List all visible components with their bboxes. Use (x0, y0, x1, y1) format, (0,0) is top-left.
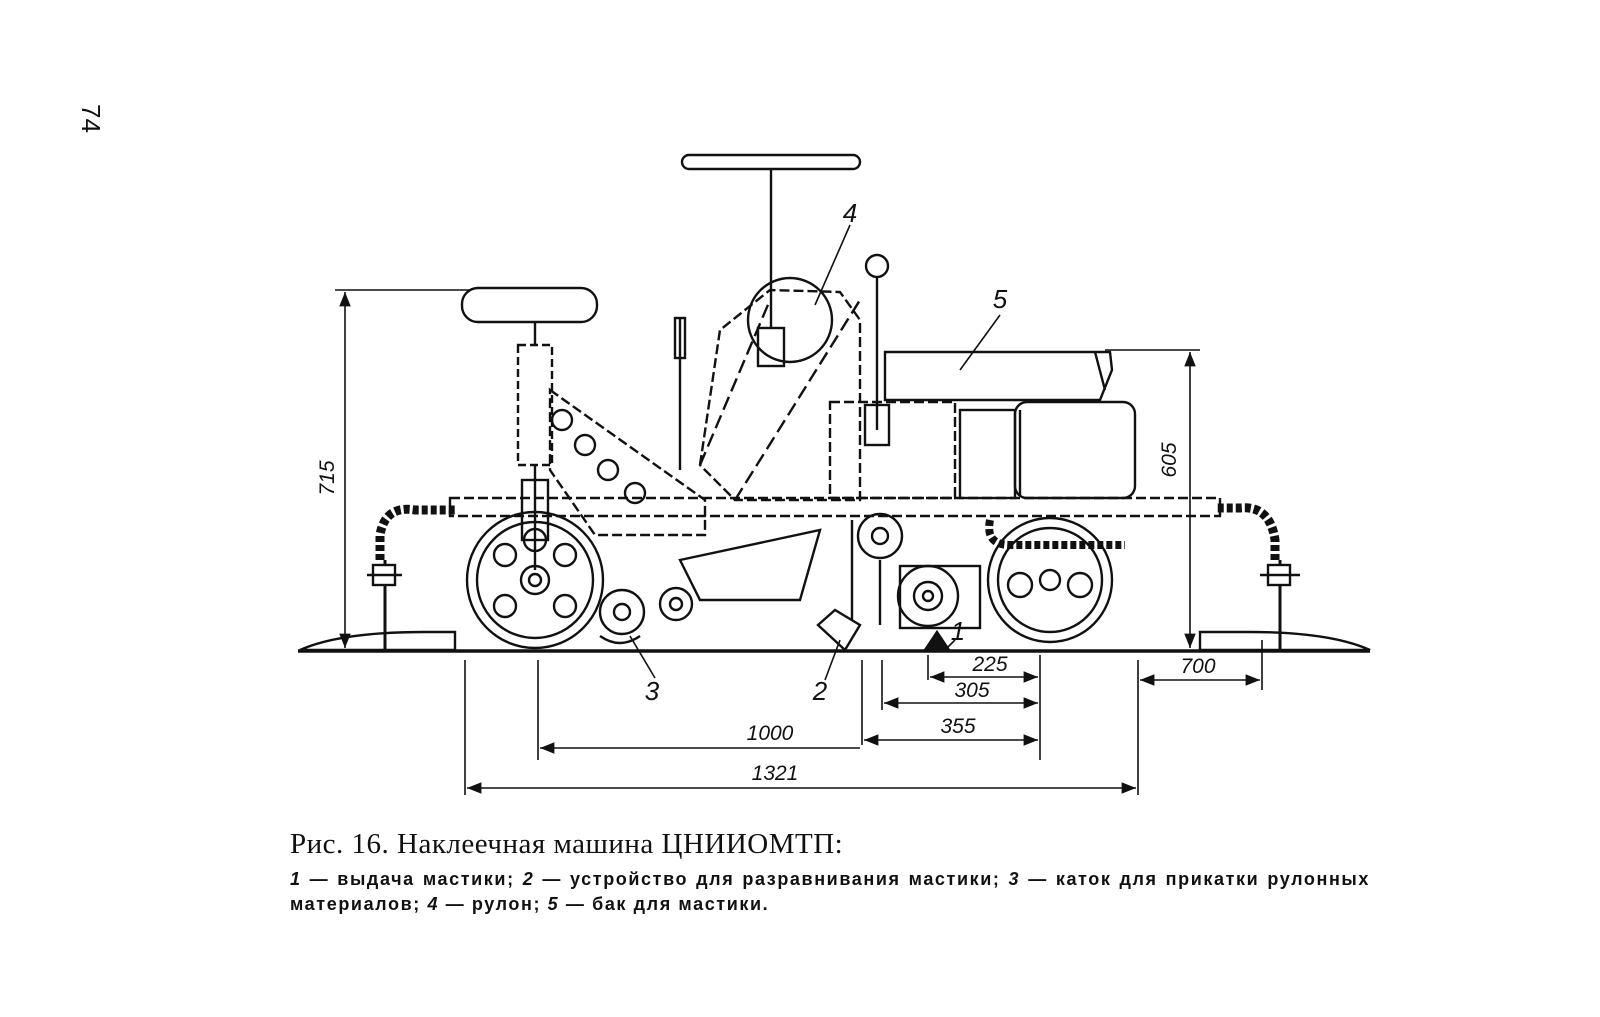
seat (460, 286, 599, 324)
legend-text-5: — бак для мастики. (559, 894, 770, 914)
callout-3: 3 (645, 676, 660, 706)
left-skid (299, 630, 457, 652)
rear-wheel (986, 516, 1114, 644)
legend-text-4: — рулон; (439, 894, 548, 914)
dim-225: 225 (971, 653, 1007, 676)
left-rail-hook (375, 504, 455, 560)
seat-column (516, 343, 554, 467)
dim-1000: 1000 (747, 722, 794, 745)
right-rail-hook (1215, 503, 1280, 560)
inclined-boom (548, 387, 707, 537)
roller-3 (598, 588, 646, 636)
dim-1321: 1321 (752, 762, 799, 785)
figure-caption: Рис. 16. Наклеечная машина ЦНИИОМТП: 1 —… (290, 828, 1370, 917)
motor (1013, 400, 1137, 500)
spreader-2 (816, 608, 862, 652)
right-skid (1198, 630, 1371, 652)
legend-text-3: — каток для прикатки рулонных материалов… (290, 869, 1370, 914)
steering-wheel (680, 153, 862, 171)
legend-text-2: — устройство для разравнивания мастики; (534, 869, 1009, 889)
roll-4 (746, 276, 834, 364)
legend-num-3: 3 (1008, 869, 1021, 889)
mastic-supply-1 (856, 512, 904, 560)
machine-drawing: 715 605 225 305 355 700 1000 1321 1 2 3 … (298, 153, 1371, 795)
legend-num-5: 5 (547, 894, 560, 914)
legend-num-1: 1 (290, 869, 302, 889)
caption-title: Рис. 16. Наклеечная машина ЦНИИОМТП: (290, 828, 844, 860)
callout-5: 5 (993, 284, 1008, 314)
dim-605: 605 (1158, 442, 1181, 477)
legend-num-4: 4 (427, 894, 440, 914)
machine-body (298, 153, 1371, 653)
roll-housing (698, 288, 862, 502)
dim-700: 700 (1180, 655, 1215, 678)
legend-text-1: — выдача мастики; (301, 869, 523, 889)
lever-ball (864, 253, 890, 279)
dim-355: 355 (940, 715, 975, 738)
caption-legend: 1 — выдача мастики; 2 — устройство для р… (290, 867, 1370, 917)
tank-5 (883, 350, 1114, 402)
legend-num-2: 2 (522, 869, 535, 889)
callout-1: 1 (951, 616, 965, 646)
dimension-lines (335, 224, 1263, 795)
callout-2: 2 (812, 676, 828, 706)
engine-block (828, 400, 957, 500)
callout-4: 4 (843, 198, 857, 228)
dim-305: 305 (954, 679, 989, 702)
dim-715: 715 (316, 460, 339, 495)
